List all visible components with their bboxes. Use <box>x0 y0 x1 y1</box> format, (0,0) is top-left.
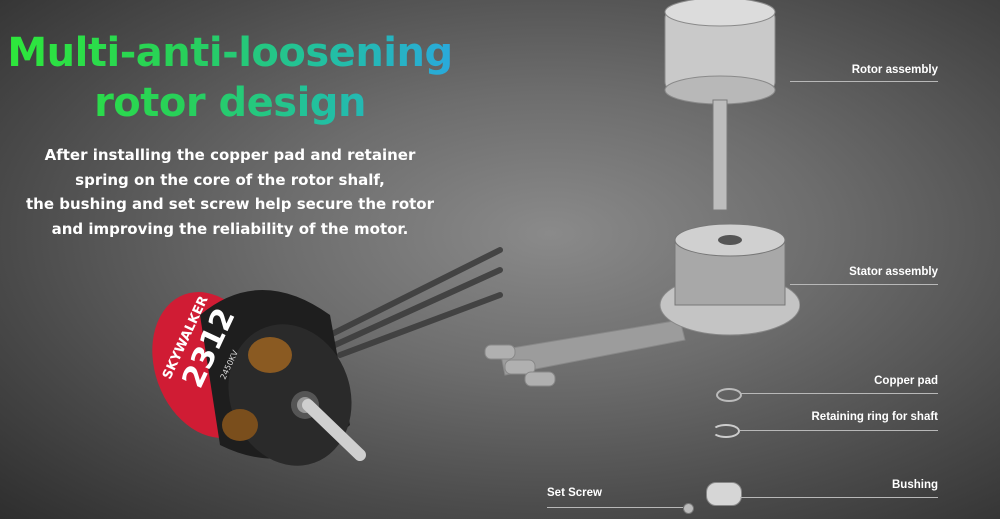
headline-line-1: Multi-anti-loosening <box>7 30 453 76</box>
leader-line-set-screw <box>547 507 683 508</box>
label-rotor-assembly: Rotor assembly <box>851 64 938 76</box>
rotor-assembly-image <box>664 0 776 211</box>
leader-line-stator <box>790 284 938 285</box>
motor-wires <box>327 247 503 358</box>
leader-line-rotor <box>790 81 938 82</box>
label-copper-pad: Copper pad <box>874 375 938 387</box>
bushing-image <box>706 482 742 506</box>
label-retaining-ring: Retaining ring for shaft <box>811 411 939 423</box>
description-line: spring on the core of the rotor shalf, <box>75 170 385 189</box>
headline: Multi-anti-loosening rotor design <box>0 28 460 128</box>
description: After installing the copper pad and reta… <box>20 143 440 241</box>
headline-line-2: rotor design <box>94 80 366 126</box>
set-screw-image <box>683 503 694 514</box>
assembled-motor-image: SKYWALKER 2312 2450KV <box>152 247 503 466</box>
copper-pad-image <box>716 388 742 402</box>
label-bushing: Bushing <box>892 479 938 491</box>
description-line: and improving the reliability of the mot… <box>51 219 409 238</box>
leader-line-retaining-ring <box>740 430 938 431</box>
leader-line-bushing <box>740 497 938 498</box>
stator-assembly-image <box>484 223 800 387</box>
description-line: After installing the copper pad and reta… <box>44 146 416 164</box>
label-stator-assembly: Stator assembly <box>849 266 938 278</box>
description-line: the bushing and set screw help secure th… <box>25 195 434 213</box>
leader-line-copper-pad <box>740 393 938 394</box>
retaining-ring-image <box>712 424 740 438</box>
label-set-screw: Set Screw <box>547 487 602 499</box>
